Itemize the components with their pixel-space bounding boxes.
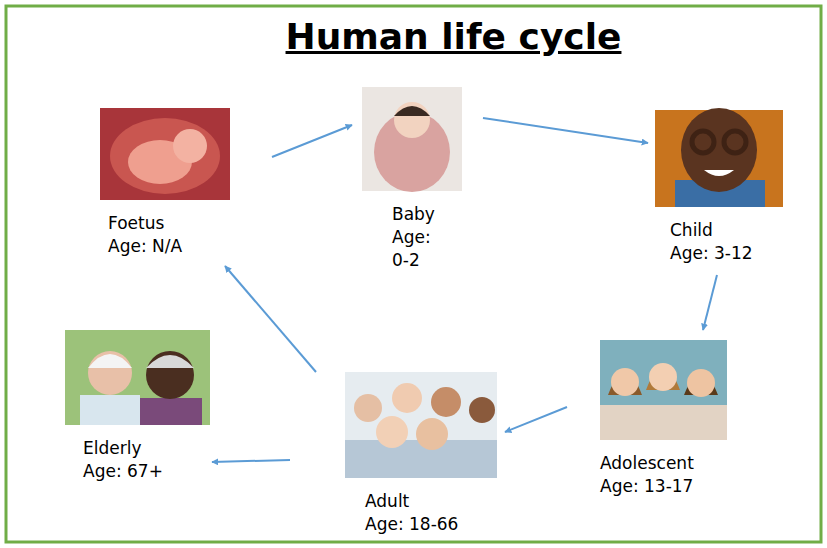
adult-head [392,383,422,413]
child-hand [692,131,714,153]
stage-age: Age: 0-2 [392,226,448,272]
adolescent-head [611,368,639,396]
child-smile [704,170,734,176]
stage-name: Child [670,219,783,242]
life-stage: ElderlyAge: 67+ [65,330,210,483]
baby-hair [394,106,430,116]
stage-name: Foetus [108,212,252,235]
stage-age: Age: 13-17 [600,475,727,498]
womb-shape [110,118,220,194]
adolescent-head [649,363,677,391]
adult-clothes [345,440,497,478]
diagram-title: Human life cycle [0,16,827,57]
elderly-head [146,351,194,399]
adult-head [416,418,448,450]
adult-head [354,394,382,422]
life-stage: ChildAge: 3-12 [655,110,783,265]
elderly-hair [146,355,194,368]
cycle-arrow [225,266,316,372]
elderly-hair [88,354,132,368]
adolescent-head [687,369,715,397]
child-hand [724,131,746,153]
adult-head [431,387,461,417]
adolescent-clothes [600,405,727,440]
elderly-photo [65,330,210,425]
adult-head [376,416,408,448]
life-stage: FoetusAge: N/A [100,108,252,258]
elderly-shirt [80,395,140,425]
cycle-arrow [212,460,290,462]
baby-photo [362,87,462,191]
adult-photo [345,372,497,478]
child-face [681,108,757,192]
stage-age: Age: 67+ [83,460,210,483]
life-stage: BabyAge: 0-2 [362,87,474,272]
cycle-arrow [505,407,567,432]
adult-head [469,397,495,423]
adolescent-photo [600,340,727,440]
cycle-arrow [483,118,648,143]
cycle-arrow [703,275,717,330]
stage-age: Age: 3-12 [670,242,783,265]
life-stage: AdolescentAge: 13-17 [600,340,727,498]
elderly-shirt [140,398,202,425]
stage-name: Baby [392,203,448,226]
stage-age: Age: N/A [108,235,252,258]
stage-age: Age: 18-66 [365,513,497,536]
life-stage: AdultAge: 18-66 [345,372,497,536]
elderly-head [88,351,132,395]
stage-name: Adolescent [600,452,727,475]
green-frame [6,6,821,542]
stage-name: Adult [365,490,497,513]
foetus-head [173,129,207,163]
stage-name: Elderly [83,437,210,460]
baby-face [394,102,430,138]
foetus-photo [100,108,230,200]
cycle-arrow [272,125,352,157]
